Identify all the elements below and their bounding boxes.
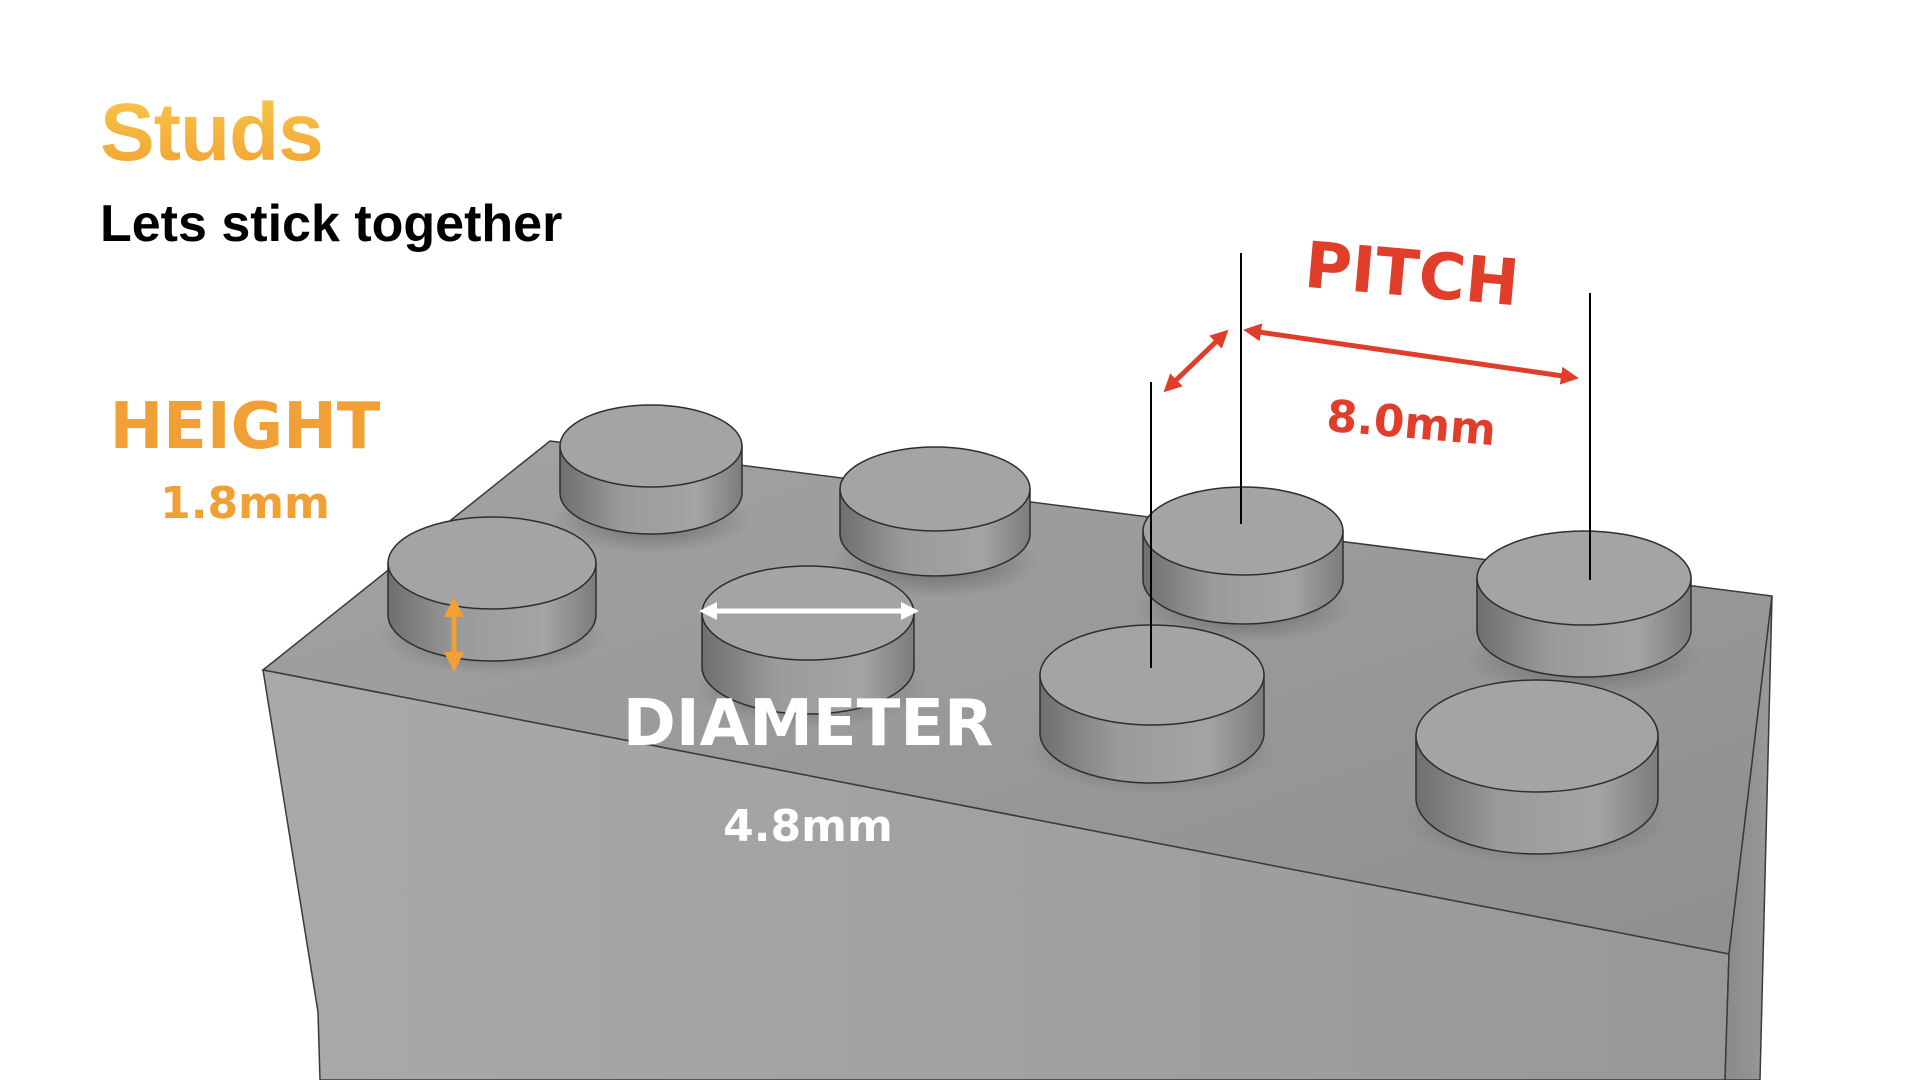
slide-subtitle: Lets stick together [100,195,563,253]
stud [551,404,751,554]
studs [377,404,1702,864]
diameter-value: 4.8mm [723,801,893,852]
stud [377,516,607,675]
stud [1466,530,1702,696]
pitch-offset-arrow [1163,329,1229,393]
stud [830,446,1040,598]
stud [1028,624,1276,793]
brick-front-face [262,669,1730,1080]
height-label: HEIGHT [110,390,381,464]
pitch-arrow [1243,323,1579,385]
brick-side-face [1724,595,1773,1080]
stud [1133,486,1353,643]
pitch-label: PITCH [1302,229,1523,321]
stud [1403,679,1671,864]
pitch-value: 8.0mm [1325,391,1498,457]
diameter-label: DIAMETER [623,687,994,761]
brick-body [261,440,1773,1080]
height-value: 1.8mm [160,478,330,529]
slide-title: Studs [100,87,324,178]
